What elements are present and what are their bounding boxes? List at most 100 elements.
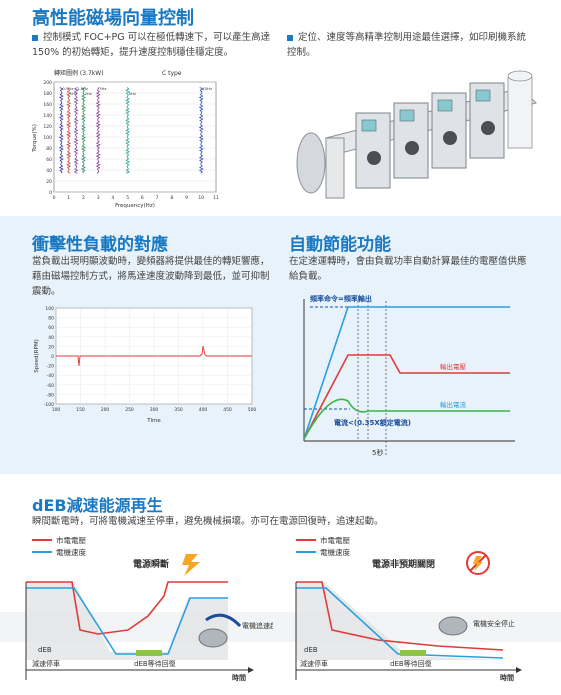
torque-xtick: 3 [97,195,100,201]
torque-ytick: 60 [46,157,52,163]
torque-series-label: 3Hz [99,86,106,91]
speed-response-line [56,345,252,367]
motor-icon-right [438,616,468,636]
deb-power-dip-diagram: 市電電壓 電機速度 電源瞬斷 dEB 減速停車 dEB等待回復 時間 電機追速啟… [25,535,273,682]
torque-trace [58,87,64,174]
five-seconds-label: 5秒 [372,448,383,457]
speed-xtick: 100 [52,407,61,413]
printing-machine-illustration [296,70,537,199]
bullet-foc: 控制模式 FOC+PG 可以在極低轉速下，可以產生高達 150% 的初始轉矩，提… [32,32,271,58]
torque-ytick: 20 [46,179,52,185]
bullet-positioning: 定位、速度等高精準控制用途最佳選擇，如印刷機系統控制。 [287,32,527,58]
speed-ytick: 40 [48,335,54,341]
restart-annotation: 電機追速啟動 [242,621,273,630]
speed-ytick: -100 [44,402,54,408]
reduce-current-label: 電流<(0.35X額定電流) [334,418,411,427]
deb-description: 瞬間斷電時，可將電機減速至停車，避免機械損壞。亦可在電源回復時，追速起動。 [32,516,384,527]
deb-unexpected-shutdown-diagram: 市電電壓 電機速度 電源非預期關閉 dEB 減速停車 dEB等待回復 時間 電機… [295,535,522,682]
section-title-performance: 高性能磁場向量控制 [32,8,194,29]
legend-voltage-right: 市電電壓 [320,535,350,545]
voltage-curve-right [296,581,504,651]
output-voltage-line [303,354,510,440]
speed-ytick: -80 [47,392,54,398]
torque-series-label: 10Hz [202,86,212,91]
torque-trace [73,87,79,174]
deb-wait-label-left: dEB等待回復 [134,659,176,668]
section-title-deb: dEB減速能源再生 [32,496,163,515]
speed-xtick: 300 [150,407,159,413]
legend-speed-right: 電機速度 [320,547,350,557]
torque-series-label: 0.5Hz [62,86,73,91]
shutdown-heading: 電源非預期關閉 [372,558,435,570]
torque-trace [125,87,131,174]
speed-xtick: 150 [76,407,85,413]
torque-xlabel: Frequency(Hz) [115,203,155,209]
output-current-line [303,398,510,440]
torque-trace [95,87,101,174]
torque-xtick: 2 [82,195,85,201]
torque-ylabel: Torque(%) [32,124,38,153]
speed-ytick: 60 [48,325,54,331]
legend-speed-left: 電機速度 [56,547,86,557]
speed-ytick: -40 [47,373,54,379]
torque-xtick: 4 [111,195,114,201]
voltage-label: 輸出電壓 [440,362,467,371]
restart-arrow-icon [205,613,242,628]
freq-command-label: 頻率命令=頻率輸出 [310,294,372,303]
torque-trace [198,87,204,174]
speed-curve-right [296,587,504,659]
speed-ylabel: Speed(RPM) [34,339,40,372]
time-label-right: 時間 [500,673,514,682]
torque-ytick: 180 [43,91,52,97]
torque-xtick: 8 [170,195,173,201]
torque-xtick: 1 [67,195,70,201]
deb-wait-bar-right [400,650,426,656]
bullet-square-icon [32,34,38,41]
torque-xtick: 6 [141,195,144,201]
impact-load-description: 當負載出現明顯波動時，變頻器將提供最佳的轉矩響應，藉由磁場控制方式，將馬達速度波… [32,256,270,297]
speed-xtick: 500 [248,407,257,413]
deb-wait-label-right: dEB等待回復 [390,659,432,668]
torque-xtick: 0 [53,195,56,201]
lightning-icon [182,554,200,576]
freq-output-line [303,306,510,440]
torque-trace [80,87,87,174]
torque-xtick: 7 [156,195,159,201]
speed-xtick: 400 [199,407,208,413]
decel-label-left: 減速停車 [32,659,60,668]
section-title-auto-energy: 自動節能功能 [289,235,391,255]
auto-energy-description: 在定速運轉時，會由負載功率自動計算最佳的電壓值供應給負載。 [289,256,527,282]
torque-ytick: 200 [43,80,52,86]
speed-ytick: 80 [48,316,54,322]
section-title-impact-load: 衝擊性負載的對應 [32,235,168,255]
bullet-square-icon [287,34,293,41]
torque-series-label: 2Hz [84,91,91,96]
torque-ytick: 100 [43,135,52,141]
speed-ytick: 100 [45,306,54,312]
torque-chart-title: 轉矩圖例 (3.7kW) [54,69,104,77]
voltage-curve-left [26,581,228,635]
speed-ytick: -60 [47,383,54,389]
time-label-left: 時間 [232,673,246,682]
torque-series-label: 5Hz [129,91,136,96]
torque-xtick: 9 [185,195,188,201]
speed-xtick: 350 [174,407,183,413]
power-dip-heading: 電源瞬斷 [133,558,169,570]
torque-ytick: 140 [43,113,52,119]
torque-series-label: 1Hz [70,91,77,96]
torque-ytick: 160 [43,102,52,108]
decel-label-right: 減速停車 [300,659,328,668]
torque-xtick: 10 [198,195,204,201]
speed-xtick: 250 [125,407,134,413]
deb-label-right: dEB [304,646,318,654]
torque-xtick: 5 [126,195,129,201]
torque-ytick: 120 [43,124,52,130]
torque-ytick: 80 [46,146,52,152]
torque-ytick: 40 [46,168,52,174]
speed-xtick: 450 [223,407,232,413]
deb-label-left: dEB [38,646,52,654]
torque-xtick: 11 [213,195,219,201]
legend-voltage-left: 市電電壓 [56,535,86,545]
speed-xlabel: Time [146,418,161,424]
